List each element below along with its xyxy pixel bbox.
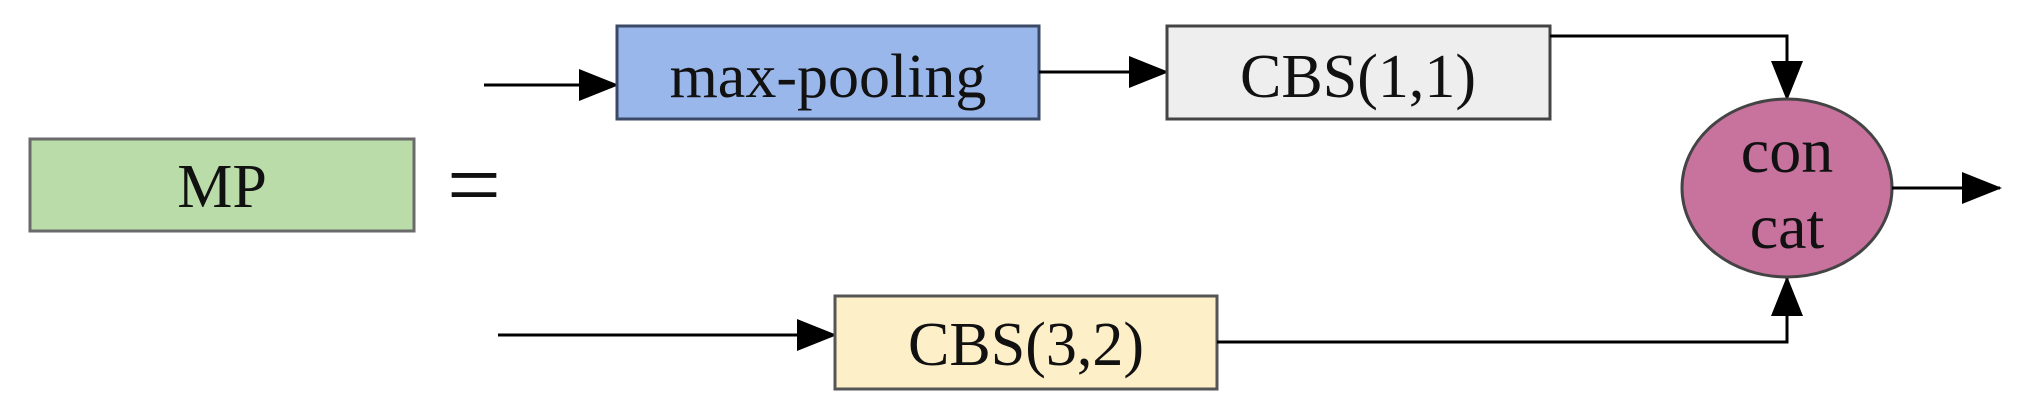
- equals-sign: =: [447, 131, 501, 238]
- mp-box: [28, 137, 416, 233]
- mp-label: MP: [177, 153, 267, 221]
- concat-label-line2: cat: [1750, 191, 1825, 262]
- cbs32-label: CBS(3,2): [908, 311, 1144, 379]
- edge-cbs32-to-concat: [1217, 276, 1803, 344]
- cbs32-box: [833, 294, 1219, 391]
- concat-label-line1: con: [1741, 115, 1833, 186]
- cbs11-label: CBS(1,1): [1240, 43, 1476, 111]
- maxpool-node: max-pooling: [615, 24, 1041, 121]
- cbs32-node: CBS(3,2): [833, 294, 1219, 391]
- edge-cbs11-to-concat: [1550, 34, 1803, 101]
- mp-node: MP: [28, 137, 416, 233]
- concat-node: con cat: [1680, 97, 1894, 279]
- maxpool-label: max-pooling: [670, 43, 987, 111]
- cbs11-box: [1165, 24, 1552, 121]
- cbs11-node: CBS(1,1): [1165, 24, 1552, 121]
- maxpool-box: [615, 24, 1041, 121]
